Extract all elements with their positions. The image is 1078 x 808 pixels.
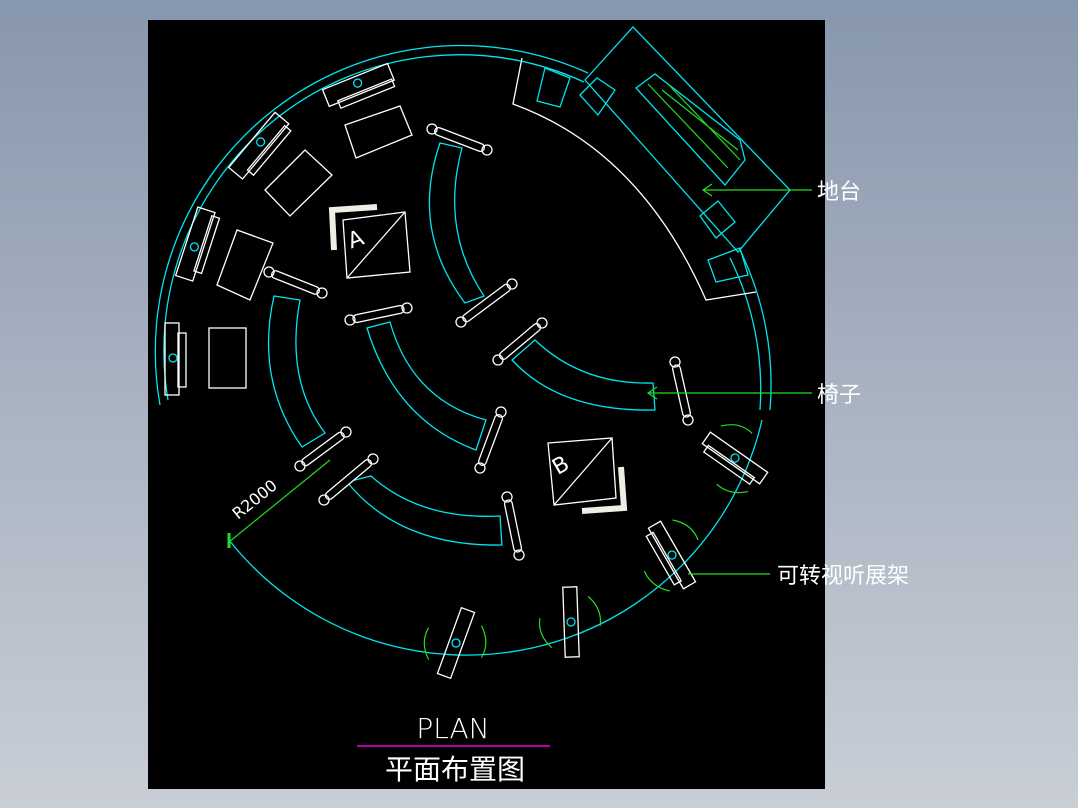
panel-a-diagonal — [346, 211, 406, 279]
stool — [344, 302, 413, 326]
rotating-stand — [538, 586, 602, 658]
callouts: 地台 椅子 可转视听展架 — [646, 180, 909, 589]
wall-cabinets — [164, 62, 396, 396]
stool — [669, 356, 694, 426]
stools — [263, 123, 694, 561]
table — [344, 105, 413, 159]
stool — [263, 266, 328, 299]
platform-seat — [536, 67, 571, 108]
table — [208, 327, 247, 389]
panel-b-frame — [581, 466, 628, 514]
table — [264, 149, 333, 217]
drawing-canvas — [148, 20, 825, 789]
dimension-line — [228, 459, 331, 543]
wall-cabinet — [321, 62, 396, 110]
platform-leader — [701, 183, 812, 197]
curved-bench — [366, 321, 487, 451]
platform-seat — [699, 200, 736, 239]
panel-b-board — [547, 437, 617, 506]
inner-wall-arc-top — [163, 54, 585, 401]
platform-desk-detail — [647, 83, 741, 169]
rotating-stand — [423, 606, 487, 680]
chair-callout: 椅子 — [817, 383, 861, 408]
wall-cabinet — [174, 206, 221, 282]
stool — [474, 406, 507, 474]
outer-wall-arc-top — [154, 44, 589, 406]
stool — [426, 123, 493, 156]
panel-b-diagonal — [553, 437, 613, 506]
rotating-stands — [423, 424, 769, 680]
platform-callout: 地台 — [817, 180, 861, 205]
stool — [318, 453, 379, 506]
curved-bench — [267, 295, 326, 448]
stool — [294, 426, 352, 472]
rotating-stand — [701, 424, 769, 494]
drawing-title: PLAN — [416, 712, 489, 745]
curved-bench — [345, 475, 503, 546]
tables — [208, 105, 413, 389]
drawing-subtitle: 平面布置图 — [385, 753, 525, 786]
platform-seat — [579, 77, 616, 117]
outer-wall — [154, 44, 772, 656]
outer-wall-arc-right — [739, 249, 772, 411]
floor-edge-arc-bottom — [228, 419, 763, 656]
stage-edge — [512, 57, 757, 301]
platform-seat — [707, 247, 749, 283]
panel-a-board — [342, 211, 411, 279]
stool — [455, 278, 518, 328]
wall-cabinet — [227, 111, 292, 180]
platform-desk — [635, 73, 746, 186]
table — [216, 229, 274, 301]
chair-leader — [646, 386, 812, 400]
stand-callout: 可转视听展架 — [777, 564, 909, 589]
curved-bench — [428, 142, 485, 304]
rotating-stand — [643, 519, 699, 592]
stool — [501, 491, 525, 561]
curved-benches — [267, 142, 656, 546]
stool — [492, 317, 548, 366]
wall-cabinet — [164, 322, 187, 396]
panel-a-frame — [328, 204, 378, 251]
